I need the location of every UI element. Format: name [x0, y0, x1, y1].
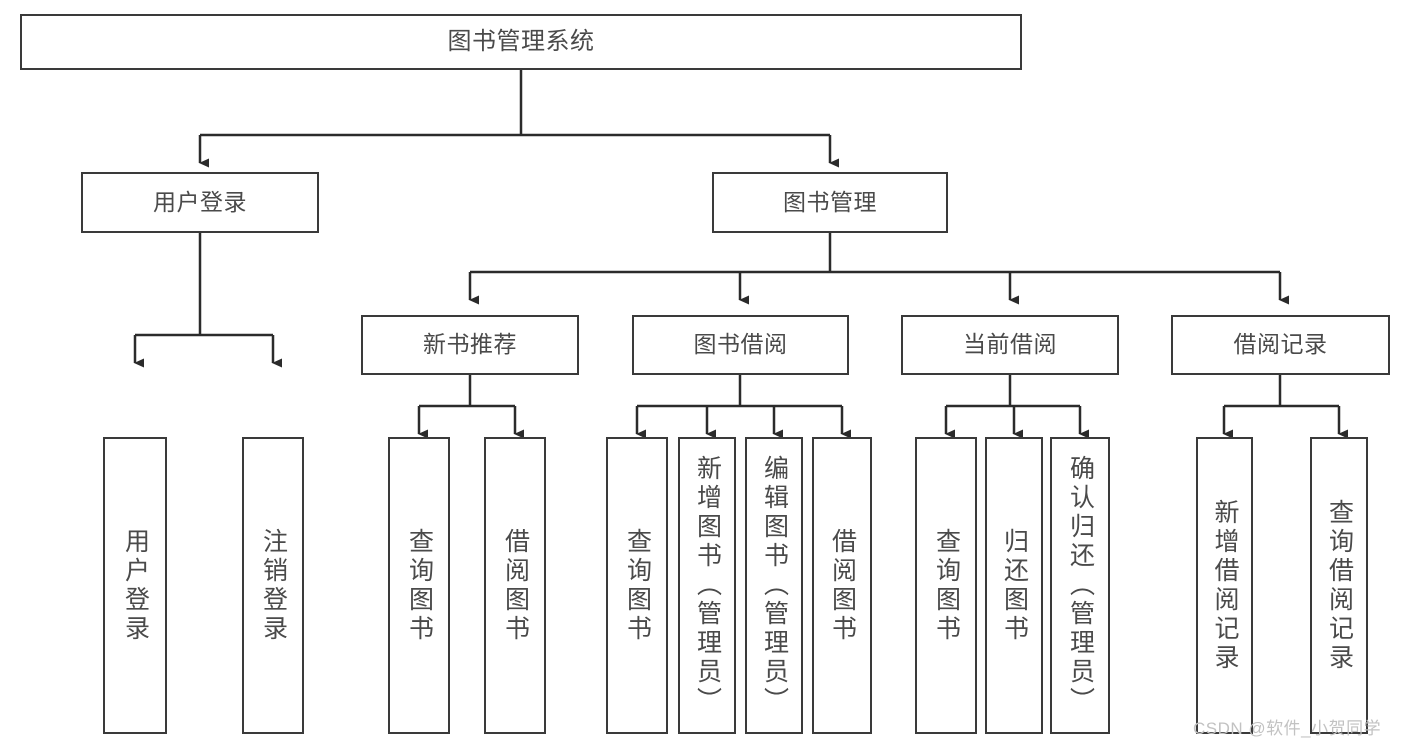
node-new-book-recommend-label: 新书推荐: [423, 331, 517, 358]
node-leaf-query-book-1-label: 查询图书: [405, 527, 434, 644]
node-borrow-record-label: 借阅记录: [1233, 331, 1328, 358]
node-leaf-add-record-label: 新增借阅记录: [1211, 498, 1239, 673]
edges-group: [133, 70, 1348, 439]
node-leaf-borrow-book-2-label: 借阅图书: [828, 527, 857, 644]
node-leaf-user-login[interactable]: 用户登录: [103, 437, 167, 734]
node-leaf-query-book-3[interactable]: 查询图书: [915, 437, 977, 734]
node-leaf-add-book-label: 新增图书（管理员）: [693, 455, 722, 716]
node-leaf-user-login-label: 用户登录: [121, 527, 150, 644]
node-user-login-label: 用户登录: [153, 188, 247, 215]
node-leaf-confirm-return-label: 确认归还（管理员）: [1066, 455, 1095, 716]
node-leaf-edit-book[interactable]: 编辑图书（管理员）: [745, 437, 803, 734]
node-leaf-query-book-2[interactable]: 查询图书: [606, 437, 668, 734]
node-leaf-user-logout[interactable]: 注销登录: [242, 437, 304, 734]
node-book-manage[interactable]: 图书管理: [712, 172, 948, 233]
node-root-label: 图书管理系统: [447, 27, 595, 55]
node-leaf-return-book[interactable]: 归还图书: [985, 437, 1043, 734]
node-book-manage-label: 图书管理: [783, 188, 877, 215]
node-book-borrow-label: 图书借阅: [693, 331, 788, 358]
node-leaf-borrow-book-1[interactable]: 借阅图书: [484, 437, 546, 734]
node-leaf-confirm-return[interactable]: 确认归还（管理员）: [1050, 437, 1110, 734]
node-leaf-add-book[interactable]: 新增图书（管理员）: [678, 437, 736, 734]
node-current-borrow[interactable]: 当前借阅: [901, 315, 1119, 375]
node-new-book-recommend[interactable]: 新书推荐: [361, 315, 579, 375]
node-leaf-query-book-2-label: 查询图书: [623, 527, 652, 644]
node-current-borrow-label: 当前借阅: [963, 331, 1057, 358]
node-leaf-borrow-book-2[interactable]: 借阅图书: [812, 437, 872, 734]
node-leaf-edit-book-label: 编辑图书（管理员）: [760, 455, 789, 716]
node-leaf-borrow-book-1-label: 借阅图书: [501, 527, 530, 644]
node-user-login[interactable]: 用户登录: [81, 172, 319, 233]
node-root[interactable]: 图书管理系统: [20, 14, 1022, 70]
node-leaf-return-book-label: 归还图书: [1000, 527, 1029, 644]
node-leaf-query-book-3-label: 查询图书: [932, 527, 961, 644]
node-leaf-user-logout-label: 注销登录: [259, 527, 288, 644]
node-leaf-query-record-label: 查询借阅记录: [1325, 498, 1354, 673]
node-leaf-query-record[interactable]: 查询借阅记录: [1310, 437, 1368, 734]
node-leaf-add-record[interactable]: 新增借阅记录: [1196, 437, 1253, 734]
node-borrow-record[interactable]: 借阅记录: [1171, 315, 1390, 375]
node-leaf-query-book-1[interactable]: 查询图书: [388, 437, 450, 734]
node-book-borrow[interactable]: 图书借阅: [632, 315, 849, 375]
